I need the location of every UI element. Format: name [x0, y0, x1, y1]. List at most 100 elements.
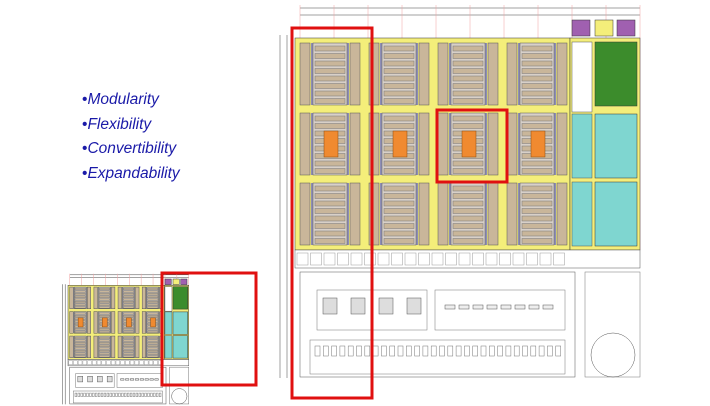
aisle-bay — [87, 335, 91, 358]
shelf-unit — [452, 45, 484, 52]
dock-door — [404, 252, 417, 266]
green-area — [172, 286, 188, 310]
dock-door — [139, 360, 144, 365]
truck-space — [364, 345, 371, 357]
aisle-bay — [69, 311, 74, 334]
highlight-box-column — [290, 26, 374, 400]
dock-door — [73, 360, 78, 365]
truck-space — [406, 345, 412, 357]
aisle-bay — [117, 335, 122, 358]
truck-space — [132, 392, 136, 397]
truck-space — [439, 345, 445, 357]
rack-row — [121, 336, 123, 358]
rack-row — [347, 113, 349, 175]
shelf-unit — [314, 215, 346, 222]
shelf-unit — [314, 208, 346, 214]
parking-area — [75, 373, 115, 388]
aisle-bay — [299, 112, 311, 176]
shelf-unit — [383, 83, 415, 89]
shelf-unit — [147, 339, 159, 342]
dock-door — [310, 252, 322, 266]
shelf-unit — [98, 287, 110, 291]
shelf-unit — [98, 349, 110, 353]
truck-space — [150, 392, 153, 397]
parked-trailer — [322, 297, 338, 315]
dock-door — [539, 252, 552, 266]
parked-trailer — [406, 297, 422, 315]
shelf-unit — [452, 168, 484, 174]
shelf-unit — [98, 328, 110, 331]
tank-circle — [590, 332, 636, 378]
rack-row — [97, 336, 99, 358]
shelf-unit — [314, 45, 346, 52]
shelf-unit — [314, 68, 346, 74]
shelf-unit — [521, 68, 553, 74]
aisle-bay — [418, 42, 430, 106]
truck-space — [106, 392, 109, 397]
shelf-unit — [521, 223, 553, 229]
shelf-unit — [147, 314, 159, 318]
shelf-unit — [314, 185, 346, 192]
shelf-unit — [147, 336, 159, 340]
car-space — [120, 378, 125, 381]
shelf-unit — [147, 344, 159, 347]
parking-area — [116, 373, 163, 388]
bullet-convertibility: Convertibility — [82, 137, 180, 162]
shelf-unit — [147, 342, 159, 345]
rack-row — [518, 113, 520, 175]
shelf-unit — [314, 160, 346, 167]
shelf-unit — [521, 60, 553, 67]
rack-row — [449, 183, 451, 245]
aisle-bay — [506, 182, 518, 246]
truck-space — [129, 392, 133, 397]
rack-row — [518, 43, 520, 105]
shelf-unit — [98, 342, 110, 345]
rack-row — [97, 287, 99, 309]
rack-row — [449, 113, 451, 175]
shelf-unit — [123, 314, 135, 318]
dock-door — [77, 360, 83, 365]
purple-room — [616, 19, 636, 37]
shelf-unit — [123, 342, 135, 345]
shelf-unit — [314, 238, 346, 244]
car-space — [542, 304, 554, 310]
dock-door — [125, 360, 130, 365]
dock-door — [153, 360, 158, 365]
truck-space — [127, 392, 130, 397]
shelf-unit — [521, 83, 553, 89]
shelf-unit — [383, 123, 415, 129]
aisle-bay — [437, 112, 449, 176]
truck-space — [115, 392, 118, 397]
truck-space — [314, 345, 321, 357]
dock-door — [120, 360, 125, 365]
shelf-unit — [383, 60, 415, 67]
truck-space — [118, 392, 121, 397]
rack-row — [449, 43, 451, 105]
rack-row — [86, 287, 87, 309]
shelf-unit — [521, 115, 553, 122]
dock-door — [101, 360, 106, 365]
shelf-unit — [123, 298, 135, 301]
aisle-bay — [111, 286, 116, 309]
truck-space — [472, 345, 478, 357]
truck-space — [121, 392, 124, 397]
tank-circle — [171, 388, 188, 405]
shelf-unit — [123, 328, 135, 331]
shelf-unit — [383, 45, 415, 52]
shelf-unit — [123, 295, 135, 298]
shelf-unit — [521, 123, 553, 129]
car-space — [458, 304, 470, 310]
shelf-unit — [383, 160, 415, 167]
shelf-unit — [74, 347, 86, 350]
rack-row — [134, 311, 136, 334]
shelf-unit — [521, 185, 553, 192]
aisle-bay — [93, 335, 98, 358]
shelf-unit — [452, 98, 484, 104]
truck-space — [80, 392, 83, 397]
car-space — [134, 378, 139, 381]
aisle-bay — [556, 182, 568, 246]
parked-trailer — [87, 376, 93, 383]
dock-door — [418, 252, 430, 266]
dock-door — [144, 360, 149, 365]
